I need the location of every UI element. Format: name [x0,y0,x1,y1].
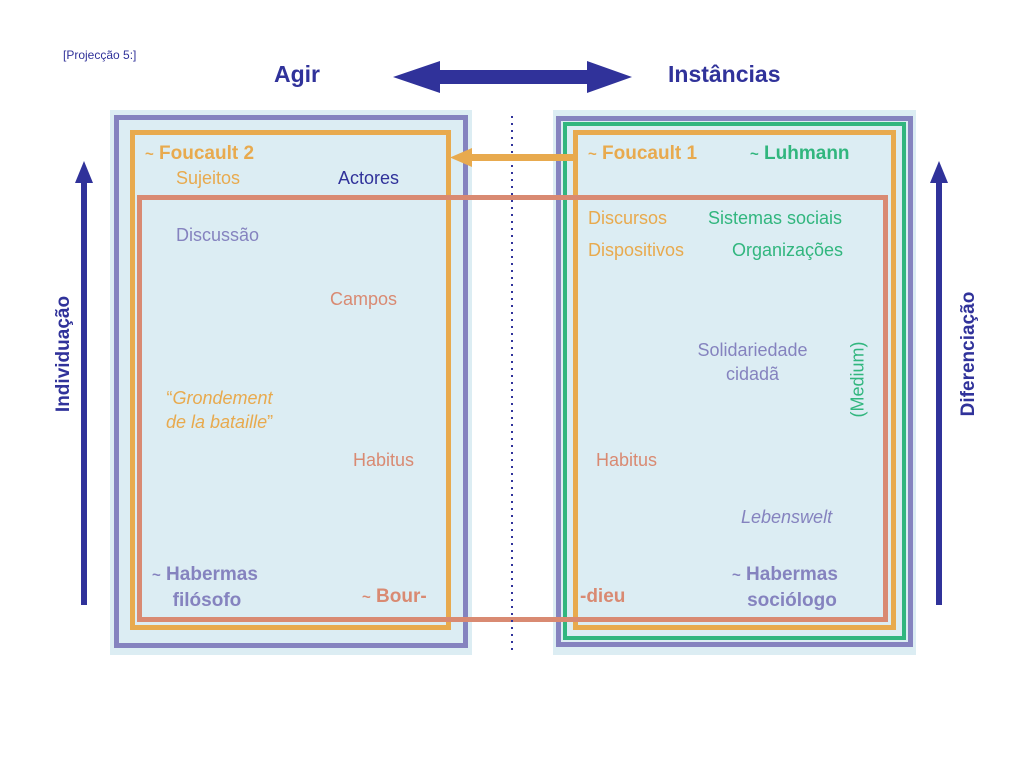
habitus-left-label: Habitus [353,450,415,470]
medium-label: (Medium) [847,341,868,418]
foucault1-label: ~ Foucault 1 [588,143,697,165]
grondement-text2: de la bataille [166,412,268,432]
discursos-label: Discursos [588,208,668,228]
cidada-line: cidadã [725,364,780,384]
foucault2-label: ~ Foucault 2 [145,143,254,165]
right-green-frame [563,122,906,640]
header-instancias: Instâncias [668,61,781,87]
grondement-quote: “Grondement de la bataille” [166,386,273,434]
grondement-line1: “Grondement [166,386,273,410]
grondement-line2: de la bataille” [166,410,273,434]
dispositivos-label: Dispositivos [588,240,685,260]
habermas-line: ~ Habermas [732,562,838,588]
header-agir: Agir [274,61,320,87]
foucault-orange-arrow-icon [450,148,578,167]
tilde: ~ [732,567,741,584]
habitus-right-label: Habitus [596,450,658,470]
lebenswelt-label: Lebenswelt [741,507,833,527]
luhmann-name: Luhmann [764,143,850,164]
right-panel-background [553,110,916,655]
tilde: ~ [152,567,161,584]
quote-open: “ [166,388,173,408]
habermas-name: Habermas [746,564,838,585]
sujeitos-label: Sujeitos [176,168,241,188]
sistemas-sociais-label: Sistemas sociais [708,208,843,228]
tilde: ~ [750,146,759,163]
tilde: ~ [362,589,371,606]
bourdieu-salmon-frame [137,195,888,622]
quote-close: ” [267,412,274,432]
individuacao-arrow-icon [75,161,93,605]
solidariedade-cidada-label: Solidariedade cidadã [680,338,825,386]
right-orange-frame [573,130,896,630]
left-orange-frame [130,130,451,630]
habermas-line: ~ Habermas [152,562,258,588]
tilde: ~ [588,146,597,163]
diferenciacao-arrow-icon [930,161,948,605]
discussao-label: Discussão [176,225,260,245]
foucault1-name: Foucault 1 [602,143,698,164]
right-purple-frame [556,116,913,647]
luhmann-label: ~ Luhmann [750,143,850,165]
solidariedade-line: Solidariedade [697,340,808,360]
axis-diferenciacao: Diferenciação [958,291,979,417]
organizacoes-label: Organizações [732,240,844,260]
filosofo-line: filósofo [172,590,242,611]
grondement-text1: Grondement [172,388,273,408]
axis-individuacao: Individuação [53,295,74,413]
bour-text: Bour- [376,586,427,607]
bour-label: ~ Bour- [362,586,427,608]
double-arrow-icon [393,61,632,93]
sociologo-line: sociólogo [747,590,837,611]
slide-tag: [Projecção 5:] [63,48,137,62]
tilde: ~ [145,146,154,163]
habermas-sociologo-label: ~ Habermas sociólogo [732,562,838,613]
habermas-filosofo-label: ~ Habermas filósofo [152,562,258,613]
foucault2-name: Foucault 2 [159,143,255,164]
actores-label: Actores [338,168,400,188]
habermas-name: Habermas [166,564,258,585]
campos-label: Campos [330,289,398,309]
dieu-label: -dieu [580,586,626,607]
left-panel-background [110,110,472,655]
left-purple-frame [114,115,468,648]
